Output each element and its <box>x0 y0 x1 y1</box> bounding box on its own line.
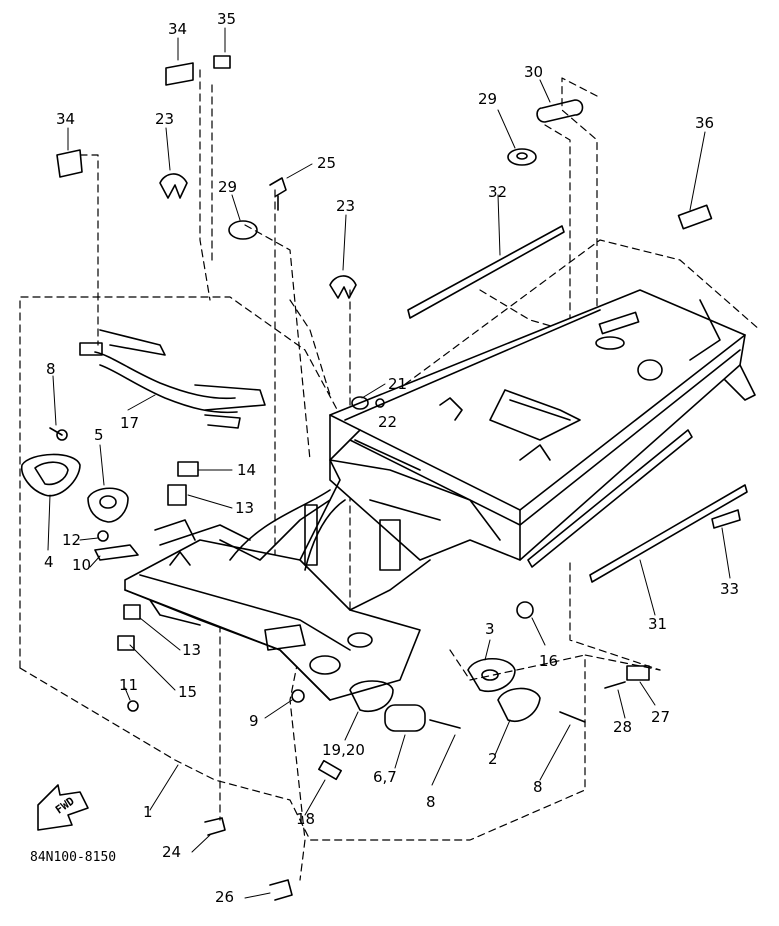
callout-34a: 34 <box>168 20 188 38</box>
callout-36: 36 <box>695 114 715 132</box>
main-frame <box>330 290 755 560</box>
callout-27: 27 <box>651 708 671 726</box>
callout-17: 17 <box>120 414 140 432</box>
callout-32: 32 <box>488 183 508 201</box>
callout-25: 25 <box>317 154 337 172</box>
callout-28: 28 <box>613 718 633 736</box>
callout-5: 5 <box>94 426 104 444</box>
figure-code: 84N100-8150 <box>30 850 117 865</box>
callout-8a: 8 <box>46 360 56 378</box>
callout-19-20: 19,20 <box>322 741 365 759</box>
fwd-arrow <box>38 785 88 830</box>
callout-24: 24 <box>162 843 182 861</box>
callout-9: 9 <box>249 712 259 730</box>
callout-30: 30 <box>524 63 544 81</box>
callout-15: 15 <box>178 683 198 701</box>
callout-4: 4 <box>44 553 54 571</box>
callout-23b: 23 <box>336 197 356 215</box>
callout-16: 16 <box>539 652 559 670</box>
callout-35: 35 <box>217 10 237 28</box>
callout-13b: 13 <box>182 641 202 659</box>
callout-33: 33 <box>720 580 740 598</box>
callout-10: 10 <box>72 556 92 574</box>
callout-2: 2 <box>488 750 498 768</box>
callout-8c: 8 <box>533 778 543 796</box>
callout-13a: 13 <box>235 499 255 517</box>
callout-3: 3 <box>485 620 495 638</box>
callout-29b: 29 <box>478 90 498 108</box>
leader-lines <box>48 28 730 898</box>
callout-29a: 29 <box>218 178 238 196</box>
callout-26: 26 <box>215 888 235 906</box>
callout-14: 14 <box>237 461 257 479</box>
callout-34b: 34 <box>56 110 76 128</box>
side-rails <box>408 226 747 582</box>
callout-18: 18 <box>296 810 316 828</box>
callout-31: 31 <box>648 615 668 633</box>
callout-11: 11 <box>119 676 139 694</box>
callout-12: 12 <box>62 531 82 549</box>
small-parts <box>22 56 712 900</box>
callout-22: 22 <box>378 413 398 431</box>
callout-1: 1 <box>143 803 153 821</box>
lower-chassis <box>125 430 430 700</box>
callout-8b: 8 <box>426 793 436 811</box>
callout-6-7: 6,7 <box>373 768 397 786</box>
callout-23a: 23 <box>155 110 175 128</box>
front-bumper-bar <box>80 330 265 428</box>
callout-21: 21 <box>388 375 408 393</box>
